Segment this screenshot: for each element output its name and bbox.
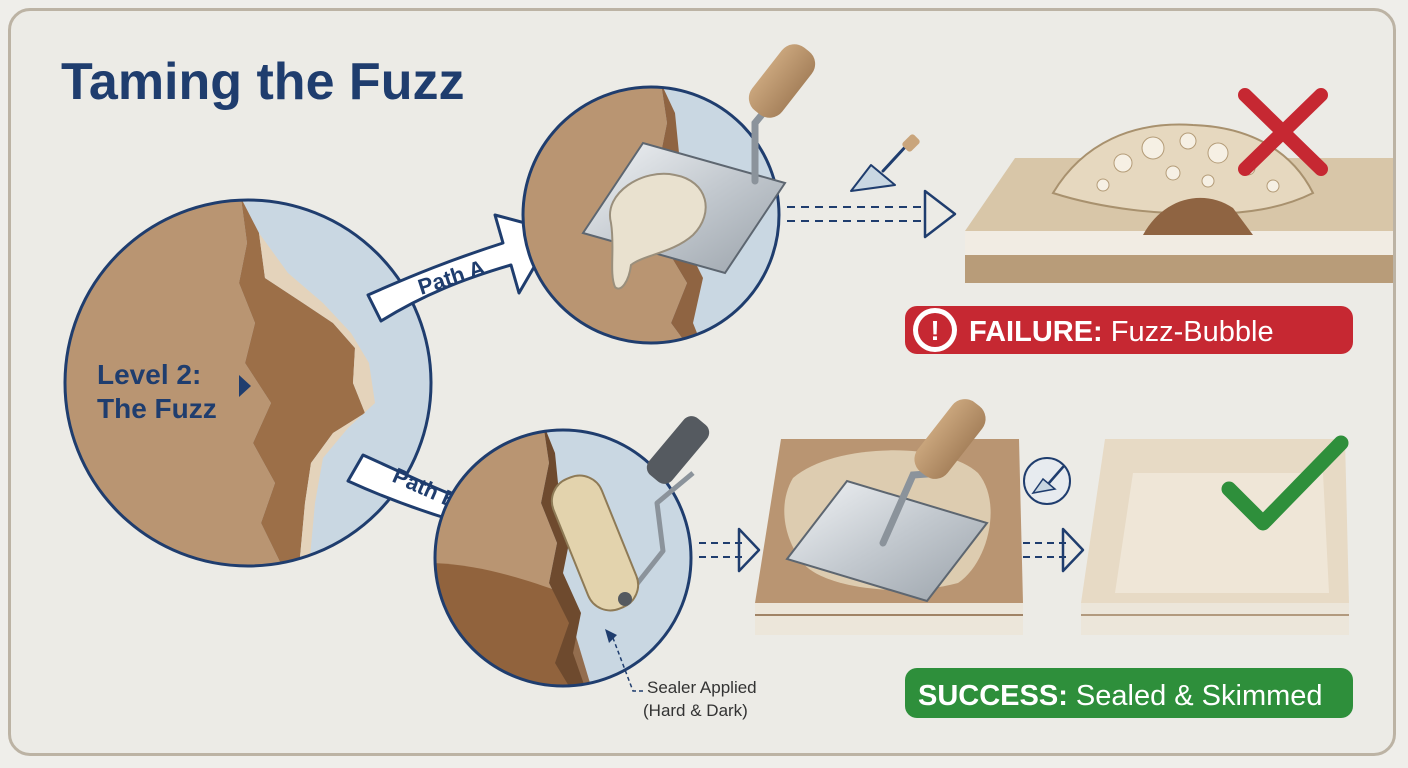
diagram-canvas: Taming the Fuzz Level 2: The Fuzz Path A… — [61, 44, 1393, 720]
trowel-icon — [785, 399, 989, 603]
failure-wall-slab — [965, 123, 1393, 283]
page-title: Taming the Fuzz — [61, 53, 464, 111]
path-b-circle — [433, 416, 710, 688]
start-label-line1: Level 2: — [97, 359, 201, 390]
failure-badge: ! FAILURE: Fuzz-Bubble — [905, 306, 1353, 354]
dashed-arrow-icon — [699, 527, 761, 573]
small-trowel-icon — [1023, 457, 1071, 505]
success-badge: SUCCESS: Sealed & Skimmed — [905, 668, 1353, 718]
check-mark-icon — [1221, 435, 1349, 531]
small-trowel-icon — [850, 134, 920, 192]
paint-roller-icon — [550, 416, 710, 612]
sealer-annotation: Sealer Applied (Hard & Dark) — [605, 629, 757, 720]
cross-mark-icon — [1238, 88, 1328, 176]
failure-text: FAILURE: Fuzz-Bubble — [969, 316, 1274, 348]
path-a-circle — [521, 44, 816, 345]
joint-compound-blob — [608, 172, 707, 290]
fuzz-bubble — [1051, 123, 1315, 215]
play-triangle-icon — [239, 375, 251, 397]
start-label-line2: The Fuzz — [97, 393, 217, 424]
skimmed-board — [1081, 439, 1349, 635]
dashed-arrow-icon — [1023, 527, 1085, 573]
sealed-board — [755, 399, 1023, 635]
annotation-line1: Sealer Applied — [647, 678, 757, 697]
success-text: SUCCESS: Sealed & Skimmed — [918, 680, 1323, 712]
fuzz-closeup-circle: Level 2: The Fuzz — [63, 198, 433, 568]
annotation-line2: (Hard & Dark) — [643, 701, 748, 720]
exclamation-icon: ! — [930, 315, 939, 346]
dashed-arrow-icon — [787, 189, 957, 239]
diagram-frame: Taming the Fuzz Level 2: The Fuzz Path A… — [8, 8, 1396, 756]
